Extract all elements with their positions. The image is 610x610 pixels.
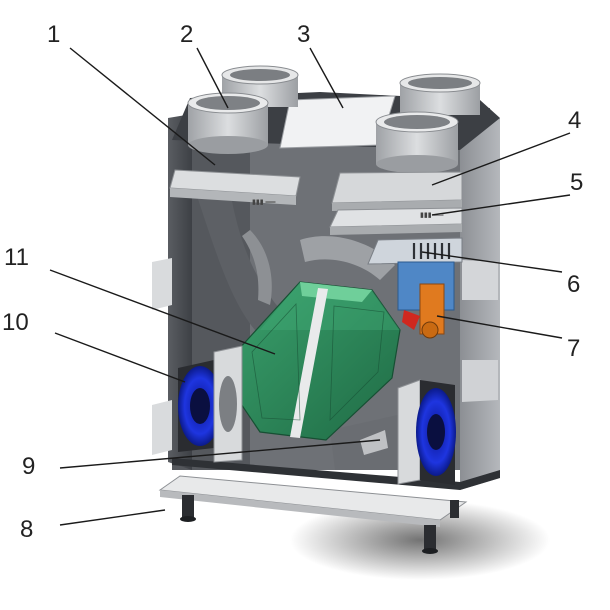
filter-right-lower: ▮▮▮ ══ bbox=[329, 207, 463, 235]
leader-9 bbox=[59, 439, 381, 469]
callout-10: 10 bbox=[2, 309, 29, 336]
callout-labels: 1 2 3 4 5 6 7 8 9 10 11 bbox=[2, 21, 583, 543]
leader-10 bbox=[54, 332, 186, 383]
base-frame bbox=[158, 475, 468, 554]
callout-9: 9 bbox=[22, 453, 35, 480]
callout-7: 7 bbox=[567, 335, 580, 362]
floor-shadow bbox=[290, 500, 550, 580]
leader-lines bbox=[49, 47, 571, 526]
heat-exchanger bbox=[234, 281, 401, 441]
leader-5 bbox=[431, 194, 571, 216]
callout-3: 3 bbox=[297, 21, 310, 48]
fan-right bbox=[397, 379, 456, 485]
callout-4: 4 bbox=[568, 107, 581, 134]
callout-8: 8 bbox=[20, 516, 33, 543]
leader-2 bbox=[196, 47, 229, 109]
foot-front-right bbox=[424, 525, 436, 551]
svg-text:▮▮▮ ══: ▮▮▮ ══ bbox=[252, 199, 275, 206]
foot-rear-right bbox=[450, 500, 459, 518]
spigot-front-left bbox=[187, 92, 269, 154]
control-grille bbox=[367, 237, 463, 265]
leader-8 bbox=[59, 509, 166, 526]
svg-text:▮▮▮ ══: ▮▮▮ ══ bbox=[420, 212, 443, 219]
spigot-front-right bbox=[375, 111, 459, 173]
leader-7 bbox=[436, 315, 563, 339]
leader-6 bbox=[421, 251, 563, 273]
bypass-actuator bbox=[397, 261, 455, 339]
fan-left bbox=[178, 345, 243, 463]
spigot-rear-right bbox=[399, 73, 481, 115]
leader-11 bbox=[49, 269, 276, 355]
callout-2: 2 bbox=[180, 21, 193, 48]
leader-3 bbox=[309, 47, 344, 109]
leader-4 bbox=[431, 132, 571, 186]
filter-left: ▮▮▮ ══ bbox=[169, 169, 301, 206]
condensate-drain bbox=[360, 430, 388, 455]
foot-front-left bbox=[182, 495, 194, 519]
filter-right-upper bbox=[331, 171, 463, 211]
callout-11: 11 bbox=[4, 244, 29, 271]
callout-6: 6 bbox=[567, 271, 580, 298]
duct-spigots bbox=[187, 65, 481, 173]
callout-5: 5 bbox=[570, 169, 583, 196]
callout-1: 1 bbox=[47, 21, 60, 48]
leader-1 bbox=[69, 47, 216, 166]
